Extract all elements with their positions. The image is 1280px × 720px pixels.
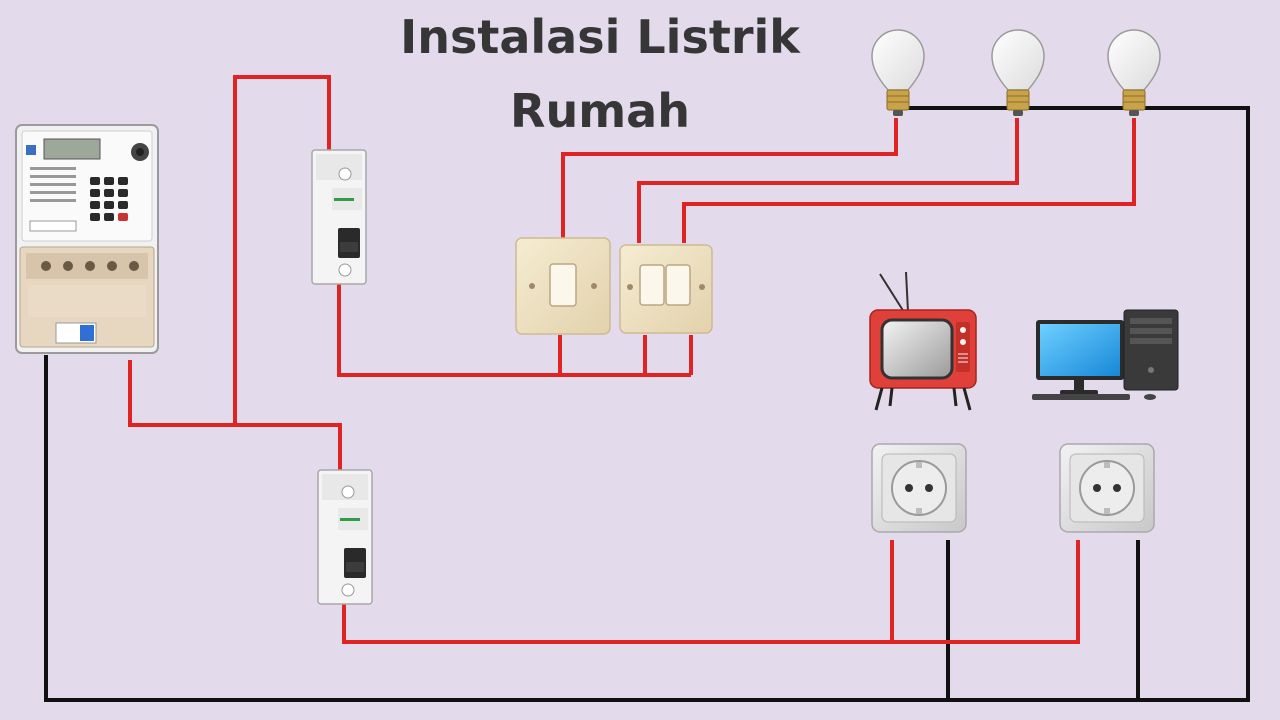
light-bulb-icon xyxy=(871,29,925,116)
phase-wire-mcb-1-to-switches xyxy=(337,280,691,377)
phase-wire-to-bulb-3 xyxy=(682,118,1136,243)
single-switch-icon xyxy=(515,237,611,335)
kwh-meter-icon xyxy=(15,124,159,354)
wall-socket-icon xyxy=(1059,443,1155,533)
neutral-wires xyxy=(44,106,1250,702)
light-bulb-icon xyxy=(991,29,1045,116)
phase-wire-to-bulb-1 xyxy=(561,118,898,243)
phase-wire-to-bulb-2 xyxy=(637,118,1019,243)
computer-icon xyxy=(1032,309,1179,400)
diagram-title-line-1: Instalasi Listrik xyxy=(400,10,800,64)
double-switch-icon xyxy=(619,244,713,334)
phase-wires xyxy=(128,75,1136,644)
mcb-breaker-icon xyxy=(317,469,373,605)
television-icon xyxy=(869,271,977,411)
light-bulb-icon xyxy=(1107,29,1161,116)
neutral-wire-main xyxy=(44,106,1250,702)
wall-socket-icon xyxy=(871,443,967,533)
diagram-title-line-2: Rumah xyxy=(510,84,690,138)
phase-wire-to-mcb-1 xyxy=(233,75,331,425)
mcb-breaker-icon xyxy=(311,149,367,285)
phase-wire-mcb-2-to-sockets xyxy=(342,540,1080,644)
